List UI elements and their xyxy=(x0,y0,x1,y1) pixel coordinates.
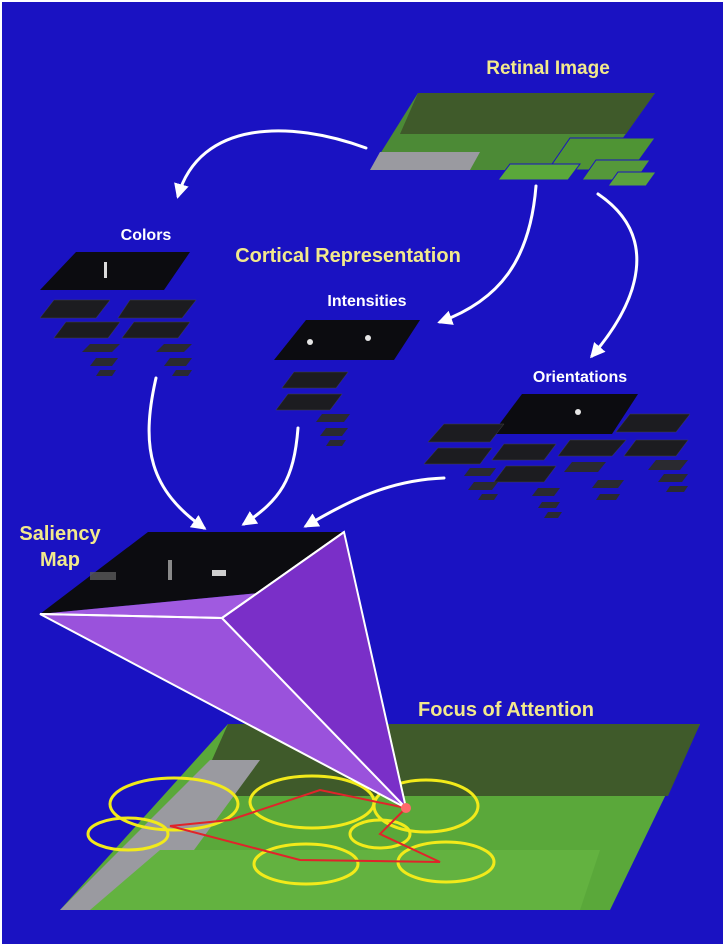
intensities-map-2 xyxy=(282,372,348,388)
focus-of-attention-label: Focus of Attention xyxy=(418,699,594,721)
intensities-map-blob-1 xyxy=(307,339,313,345)
colors-map-2b xyxy=(118,300,196,318)
saliency-map-blob-3 xyxy=(212,570,226,576)
saliency-label-line1: Saliency xyxy=(19,523,101,545)
orientations-label: Orientations xyxy=(533,369,627,386)
orientations-map-blob xyxy=(575,409,581,415)
saliency-label-line2: Map xyxy=(40,549,80,571)
scene-grass-foreground xyxy=(90,850,600,910)
intensities-map-3 xyxy=(276,394,342,410)
saliency-map-blob-2 xyxy=(168,560,172,580)
colors-label: Colors xyxy=(121,227,172,244)
intensities-map-4 xyxy=(316,414,350,422)
retinal-image-label: Retinal Image xyxy=(486,58,610,79)
focus-point xyxy=(401,803,411,813)
retinal-image-path xyxy=(370,152,480,170)
cortical-representation-label: Cortical Representation xyxy=(235,245,461,267)
retinal-image-level-5 xyxy=(498,164,580,180)
retinal-image-hedge xyxy=(400,93,655,134)
intensities-label: Intensities xyxy=(327,293,406,310)
colors-map-3b xyxy=(122,322,190,338)
saliency-map-blob-1 xyxy=(90,572,116,580)
colors-map-blob xyxy=(104,262,107,278)
colors-map-3a xyxy=(54,322,120,338)
orientations-map-e3 xyxy=(596,494,620,500)
intensities-map-blob-2 xyxy=(365,335,371,341)
